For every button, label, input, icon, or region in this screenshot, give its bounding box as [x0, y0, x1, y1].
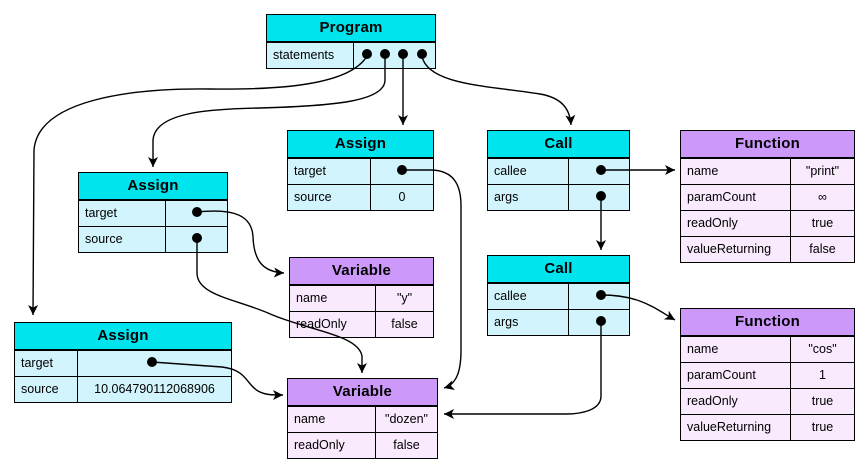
field-value — [569, 284, 629, 309]
field-value: false — [391, 317, 418, 331]
field-row: callee — [488, 158, 629, 184]
field-row: source 10.064790112068906 — [15, 376, 231, 402]
node-title: Call — [488, 256, 629, 283]
field-row: valueReturning true — [681, 414, 854, 440]
node-title: Function — [681, 309, 854, 336]
field-value — [569, 159, 629, 184]
field-label: readOnly — [681, 389, 791, 414]
field-row: args — [488, 309, 629, 335]
field-label: source — [288, 185, 371, 210]
field-label: callee — [488, 284, 569, 309]
field-label: paramCount — [681, 185, 791, 210]
field-label: valueReturning — [681, 415, 791, 440]
field-label: source — [15, 377, 78, 402]
field-label: callee — [488, 159, 569, 184]
field-value — [371, 159, 433, 184]
node-title: Assign — [79, 173, 227, 200]
field-row: statements — [267, 42, 435, 68]
field-value: true — [811, 216, 834, 230]
field-label: name — [288, 407, 376, 432]
field-label: name — [681, 159, 791, 184]
field-row: callee — [488, 283, 629, 309]
field-label: target — [79, 201, 166, 226]
field-label: name — [290, 286, 376, 311]
field-label: args — [488, 310, 569, 335]
field-label: statements — [267, 43, 354, 68]
field-value: false — [809, 242, 836, 256]
field-value — [569, 185, 629, 210]
field-label: readOnly — [290, 312, 376, 337]
field-value — [569, 310, 629, 335]
field-value: true — [811, 420, 834, 434]
field-value: false — [393, 438, 420, 452]
node-title: Variable — [290, 258, 433, 285]
field-row: target — [288, 158, 433, 184]
node-title: Variable — [288, 379, 437, 406]
field-row: readOnly false — [290, 311, 433, 337]
field-row: name "y" — [290, 285, 433, 311]
field-row: source 0 — [288, 184, 433, 210]
field-value — [166, 201, 227, 226]
node-title: Program — [267, 15, 435, 42]
field-value: 1 — [819, 368, 826, 382]
field-row: readOnly true — [681, 388, 854, 414]
field-label: name — [681, 337, 791, 362]
field-value: 0 — [398, 190, 406, 204]
field-row: source — [79, 226, 227, 252]
field-value: "dozen" — [385, 412, 428, 426]
field-row: name "dozen" — [288, 406, 437, 432]
field-label: readOnly — [681, 211, 791, 236]
field-row: paramCount ∞ — [681, 184, 854, 210]
field-value — [166, 227, 227, 252]
field-value: true — [811, 394, 834, 408]
field-label: valueReturning — [681, 237, 791, 262]
field-value: "cos" — [808, 342, 837, 356]
field-row: target — [79, 200, 227, 226]
node-title: Assign — [15, 323, 231, 350]
field-value: "y" — [396, 291, 413, 305]
field-label: target — [15, 351, 78, 376]
field-row: args — [488, 184, 629, 210]
field-row: valueReturning false — [681, 236, 854, 262]
field-row: readOnly true — [681, 210, 854, 236]
field-value: ∞ — [818, 190, 827, 204]
field-label: paramCount — [681, 363, 791, 388]
field-row: readOnly false — [288, 432, 437, 458]
field-value: "print" — [805, 164, 840, 178]
field-row: target — [15, 350, 231, 376]
node-title: Call — [488, 131, 629, 158]
field-row: name "print" — [681, 158, 854, 184]
edge-program-stmt4-to-call-1 — [421, 55, 576, 126]
field-label: target — [288, 159, 371, 184]
field-row: paramCount 1 — [681, 362, 854, 388]
field-label: readOnly — [288, 433, 376, 458]
field-label: args — [488, 185, 569, 210]
node-title: Assign — [288, 131, 433, 158]
field-label: source — [79, 227, 166, 252]
field-value — [78, 351, 231, 376]
field-value: 10.064790112068906 — [94, 382, 215, 396]
field-row: name "cos" — [681, 336, 854, 362]
node-title: Function — [681, 131, 854, 158]
field-value — [354, 43, 435, 68]
